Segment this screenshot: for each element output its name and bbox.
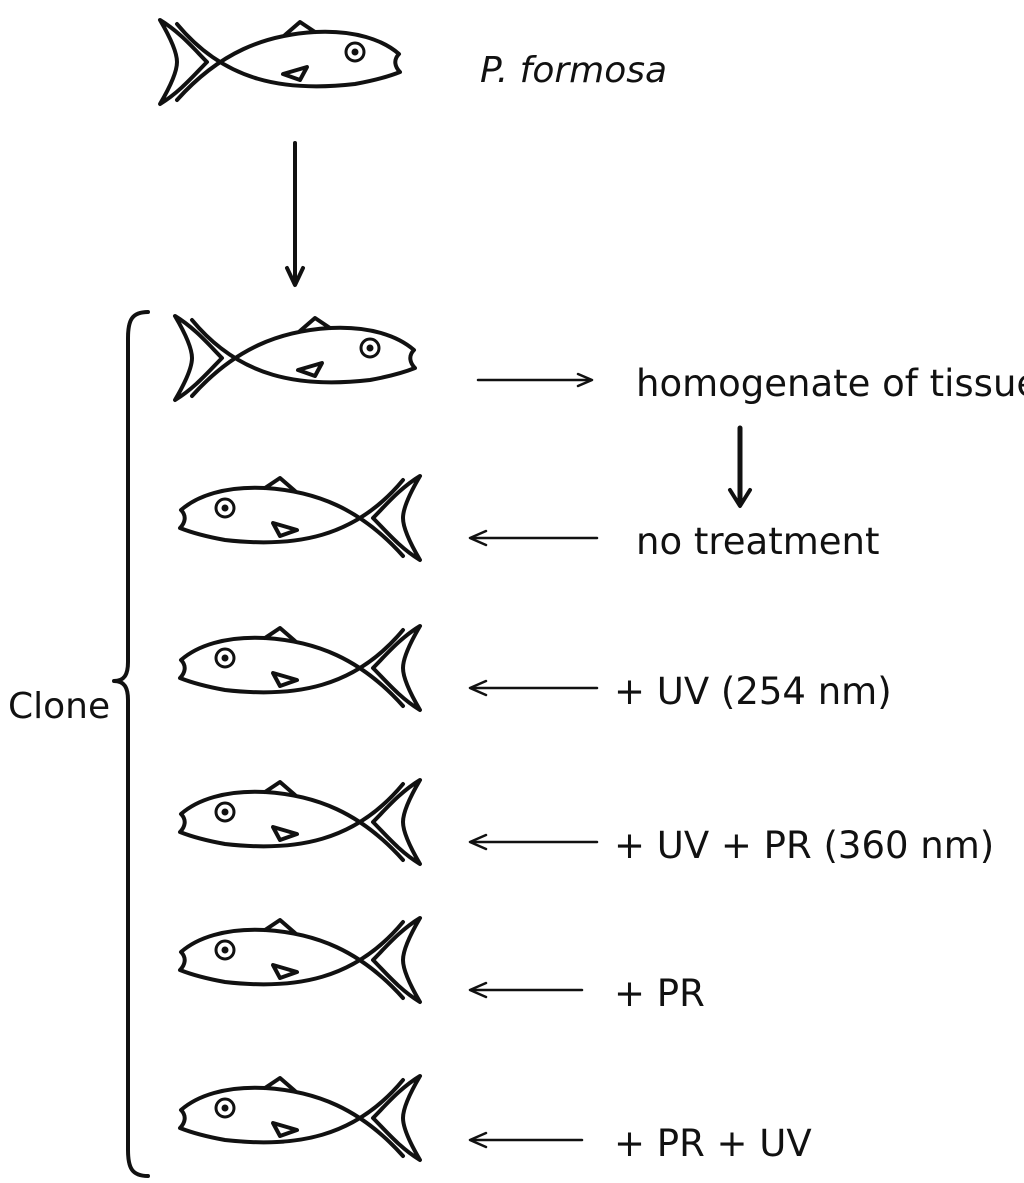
row-label-uv: + UV (254 nm)	[614, 670, 892, 713]
clone-fish-icon	[180, 626, 420, 710]
left-arrow-icon	[470, 835, 597, 849]
clone-fish-icon	[180, 918, 420, 1002]
left-arrow-icon	[470, 531, 597, 545]
clone-fish-icon	[180, 476, 420, 560]
down-arrow-icon	[730, 428, 750, 506]
down-arrow-icon	[287, 143, 303, 285]
row-label-homogenate: homogenate of tissue	[636, 362, 1024, 405]
source-fish-icon	[160, 20, 400, 104]
clone-brace	[114, 312, 148, 1176]
clone-label: Clone	[8, 686, 110, 727]
right-arrow-icon	[478, 374, 592, 386]
source-species-label: P. formosa	[480, 50, 667, 91]
clone-fish-icon	[180, 1076, 420, 1160]
left-arrow-icon	[470, 983, 582, 997]
clone-fish-icon	[175, 316, 415, 400]
clone-fish-icon	[180, 780, 420, 864]
left-arrow-icon	[470, 681, 597, 695]
left-arrow-icon	[470, 1133, 582, 1147]
row-label-no-treatment: no treatment	[636, 520, 879, 563]
row-label-uv-pr: + UV + PR (360 nm)	[614, 824, 994, 867]
row-label-pr: + PR	[614, 972, 705, 1015]
row-label-pr-uv: + PR + UV	[614, 1122, 812, 1165]
